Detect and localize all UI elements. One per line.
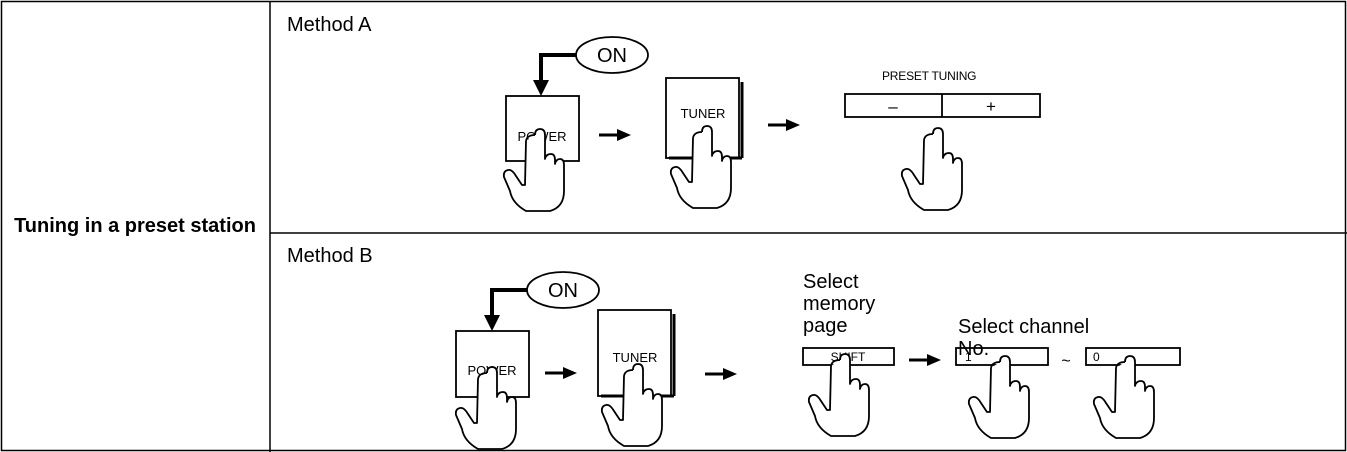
row-title-cell: Tuning in a preset station xyxy=(0,0,270,452)
hand-icon xyxy=(807,353,870,437)
on-arrow-a-head xyxy=(533,80,549,96)
arrow-right-icon xyxy=(766,117,802,133)
method-b-label: Method B xyxy=(287,245,373,267)
method-a-label: Method A xyxy=(287,14,372,36)
on-label-a: ON xyxy=(597,45,627,67)
preset-plus-label: + xyxy=(986,97,996,116)
on-arrow-b xyxy=(490,288,527,318)
hand-icon xyxy=(967,355,1030,439)
preset-minus-label: – xyxy=(888,97,898,116)
arrow-right-icon xyxy=(543,365,579,381)
tilde-separator: ~ xyxy=(1061,353,1070,370)
arrow-right-icon xyxy=(907,352,943,368)
arrow-right-icon xyxy=(597,127,633,143)
arrow-right-icon xyxy=(703,366,739,382)
select-channel-caption: Select channel No. xyxy=(958,316,1090,360)
channel-key-1-label: 1 xyxy=(965,350,972,364)
hand-icon xyxy=(1092,355,1155,439)
row-title: Tuning in a preset station xyxy=(14,214,256,237)
tuner-label-a: TUNER xyxy=(681,106,726,121)
channel-key-0-label: 0 xyxy=(1093,350,1100,364)
on-arrow-b-head xyxy=(484,315,500,331)
hand-icon xyxy=(900,127,963,211)
select-memory-page-caption: Select memory page xyxy=(803,271,876,337)
preset-tuning-label: PRESET TUNING xyxy=(882,69,977,83)
on-arrow-a xyxy=(539,53,576,83)
tuner-label-b: TUNER xyxy=(613,350,658,365)
on-label-b: ON xyxy=(548,280,578,302)
